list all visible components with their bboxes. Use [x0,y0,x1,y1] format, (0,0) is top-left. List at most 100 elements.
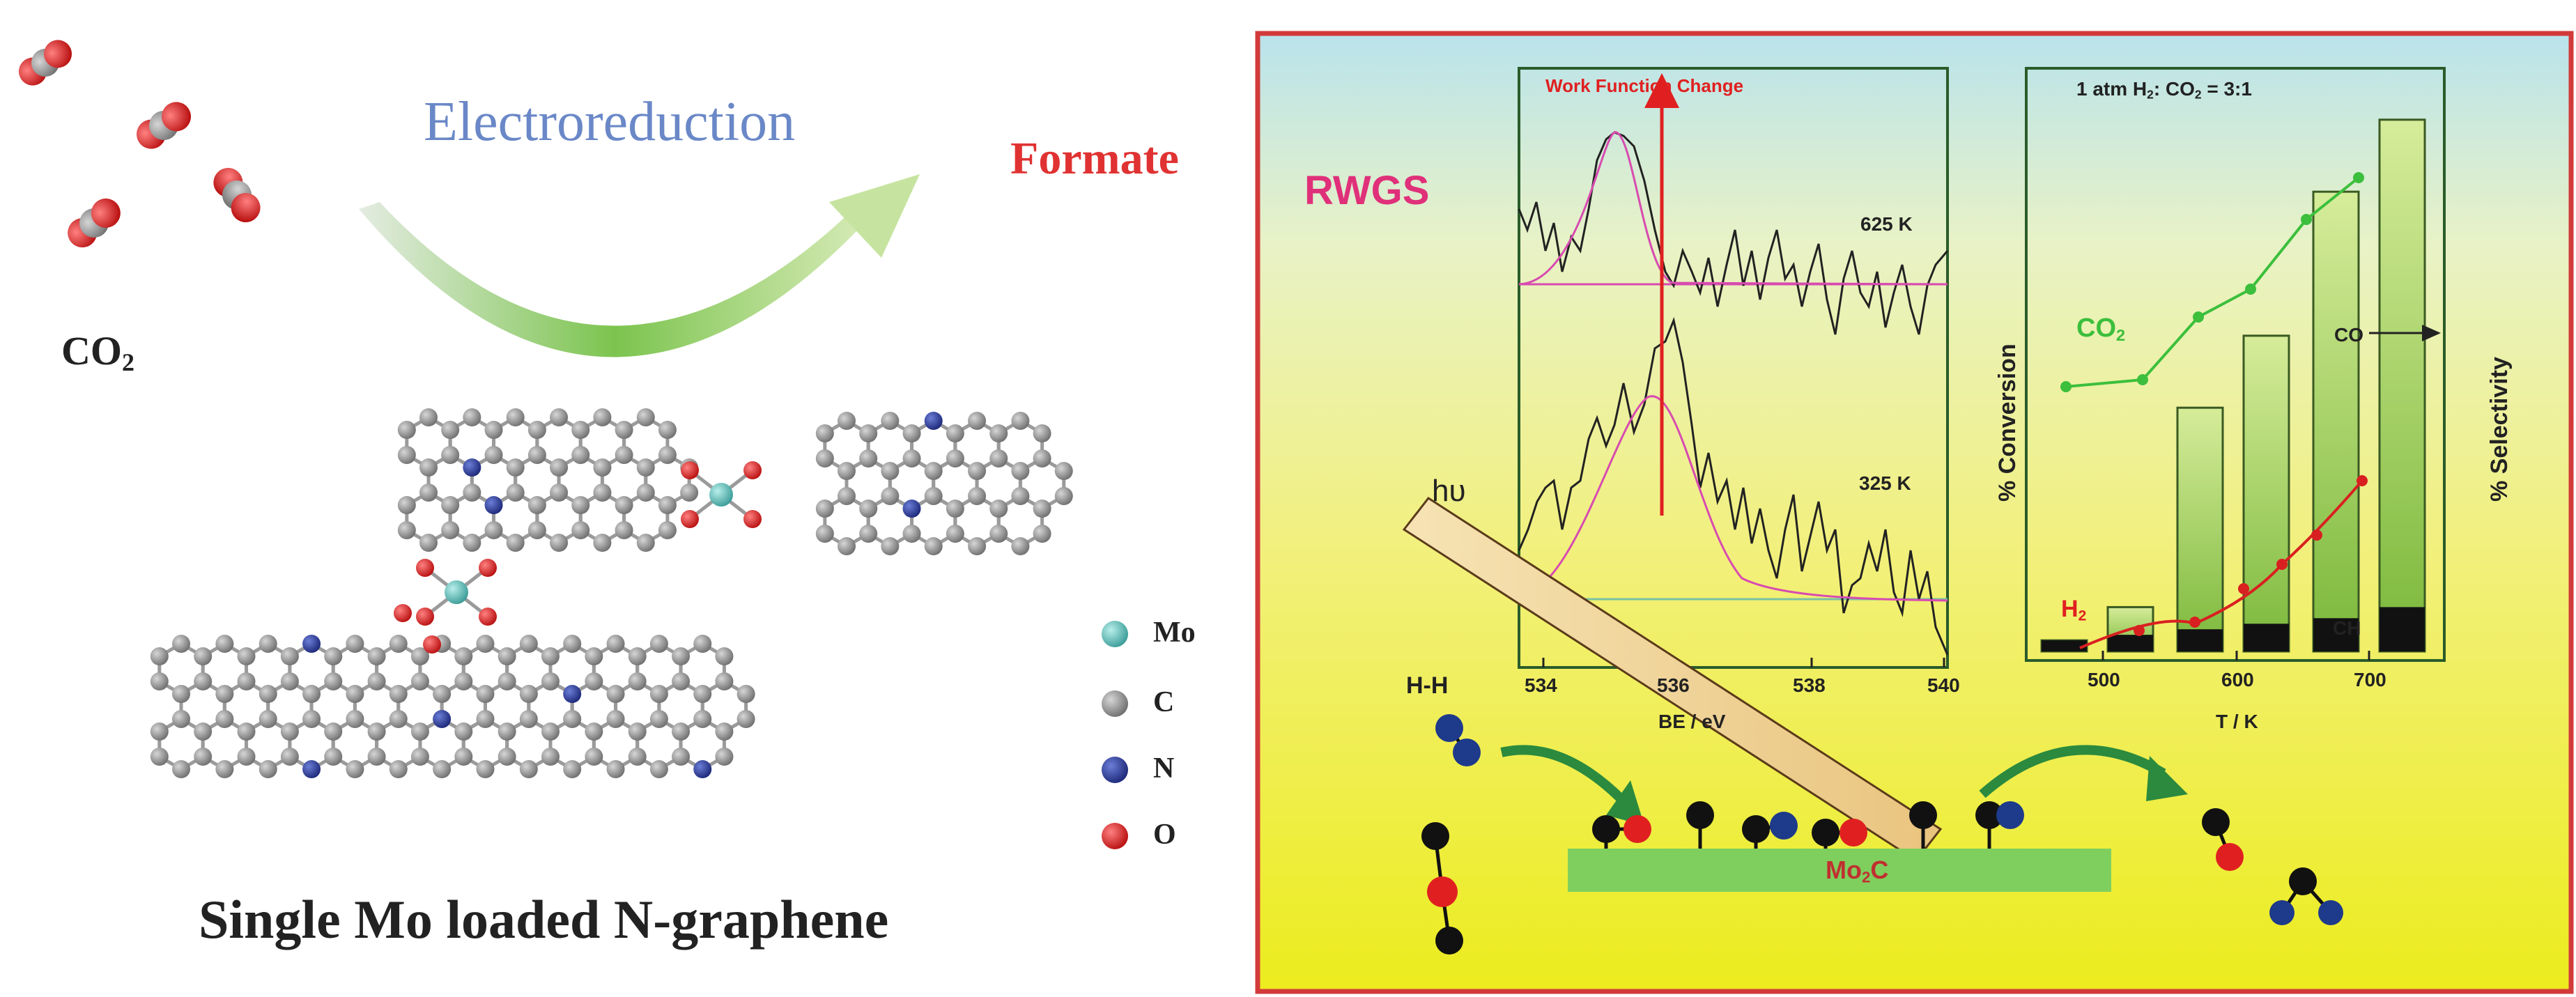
co2-conversion-points [2060,172,2364,392]
atom-c [463,534,481,552]
atom-c [215,760,234,778]
atom-c [215,685,234,703]
atom-c [194,647,213,665]
atom-c [628,722,647,741]
atom-o [743,510,762,528]
caption-single-mo-n-graphene: Single Mo loaded N-graphene [199,889,889,950]
atom-c [519,710,538,728]
adsorbate-atom [1742,815,1770,843]
adsorbate-atom [1996,801,2024,829]
atom-c [881,412,900,430]
atom-c [476,760,495,778]
atom-c [968,412,987,430]
atom-c [815,525,834,543]
xps-625k-trace [1518,131,1949,335]
co2-molecules-group [18,40,261,248]
atom-c [968,487,987,505]
xps-325k-trace [1518,316,1949,656]
conversion-chart-panel [2025,67,2446,662]
atom-c [859,449,878,467]
atom-c [989,424,1008,442]
atom-c [715,722,734,741]
atom-c [859,525,878,543]
atom-c [527,521,546,539]
ch4-selectivity-bar [2313,618,2359,651]
atom-c [150,748,169,766]
adsorbate-atom [1686,801,1714,829]
legend-c-sphere [1102,690,1128,717]
atom-c [838,537,856,555]
co-flow-arrowhead [2146,756,2188,801]
atom-c [541,748,560,766]
atom-c [680,484,699,502]
co-series-label: CO [2334,324,2363,346]
atom-c [324,748,343,766]
atom-c [593,534,612,552]
atom-c [672,722,691,741]
atom-n [463,458,481,477]
atom-c [324,672,343,690]
atom-c [433,685,452,703]
n-graphene-structure [150,408,1073,778]
atom-c [628,672,647,690]
xps-x-axis-label: BE / eV [1658,711,1726,732]
atom-o [681,510,699,528]
atom-c [150,722,169,741]
h2-series-label: H2 [2061,596,2087,624]
atom-c [410,647,429,665]
selectivity-y-axis-label: % Selectivity [2486,357,2513,502]
atom-c [606,760,625,778]
conversion-tick-700: 700 [2354,669,2386,690]
atom-c [550,484,569,502]
ch4-selectivity-bar [2042,640,2087,651]
carbon-atom [2202,808,2230,836]
atom-c [1033,500,1051,518]
atom-c [924,537,943,555]
legend-c-label: C [1153,686,1175,718]
adsorbate-atom [1592,815,1620,843]
atom-c [389,635,408,653]
atom-o [416,608,434,626]
atom-c [658,496,677,514]
adsorbate-atom [1975,801,2003,829]
ch4-selectivity-bar [2380,607,2425,651]
atom-c [815,449,834,467]
atom-c [636,534,655,552]
atom-c [628,647,647,665]
atom-c [259,710,277,728]
atom-c [736,710,755,728]
co-flow-arrow [1979,745,2166,798]
reaction-condition-label: 1 atm H2: CO2 = 3:1 [2076,78,2252,102]
atom-c [150,672,169,690]
hydrogen-atom [2318,900,2343,925]
atom-c [715,647,734,665]
atom-c [859,424,878,442]
atom-n [902,500,921,518]
surface-molecules [1421,714,2343,955]
atom-c [397,421,416,439]
atom-c [571,521,590,539]
atom-c [615,496,633,514]
hydrogen-atom [1435,714,1463,742]
adsorbate-atom [1812,819,1840,847]
atom-c [606,685,625,703]
atom-c [628,748,647,766]
atom-c [519,635,538,653]
adsorbate-atom [1909,801,1937,829]
legend-n-sphere [1102,757,1128,783]
atom-c [585,672,603,690]
atom-c [463,408,481,426]
co2-conversion-line [2065,176,2360,388]
atom-c [172,685,190,703]
atom-c [280,672,299,690]
atom-c [649,685,668,703]
atom-c [172,760,190,778]
xps-spectrum-panel [1518,67,1949,669]
atom-c [215,635,234,653]
atom-c [649,635,668,653]
atom-c [476,635,495,653]
hydrogen-atom [2269,900,2295,925]
atom-o [416,559,434,577]
left-panel-graphic [18,40,1128,849]
atom-c [280,748,299,766]
